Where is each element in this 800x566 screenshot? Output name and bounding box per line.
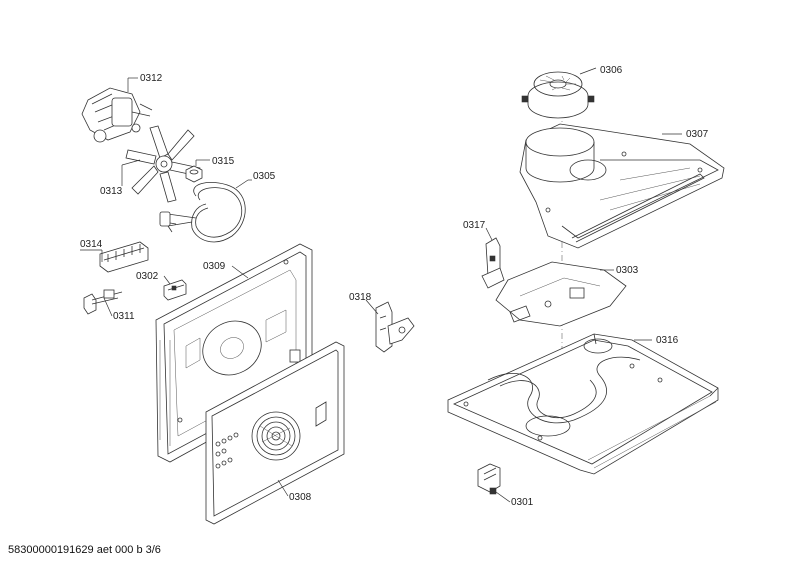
part-label-0312: 0312: [140, 73, 163, 84]
part-label-0318: 0318: [349, 292, 372, 303]
part-label-0314: 0314: [80, 239, 103, 250]
part-label-0309: 0309: [203, 261, 226, 272]
callout-0313: 0313: [100, 159, 141, 197]
callout-0315: 0315: [195, 156, 235, 167]
front-panel-vent-holes: [215, 432, 239, 469]
callout-0311: 0311: [103, 297, 135, 322]
part-0307-fan-housing[interactable]: [519, 123, 725, 249]
part-label-0317: 0317: [463, 220, 486, 231]
part-label-0303: 0303: [616, 265, 639, 276]
part-label-0306: 0306: [600, 65, 623, 76]
part-0301-latch[interactable]: [477, 463, 501, 495]
callout-0301: 0301: [495, 491, 534, 508]
part-label-0316: 0316: [656, 335, 679, 346]
callout-0305: 0305: [235, 171, 276, 189]
part-label-0305: 0305: [253, 171, 276, 182]
callout-0314: 0314: [80, 239, 103, 262]
part-label-0315: 0315: [212, 156, 235, 167]
callout-0317: 0317: [463, 220, 493, 241]
callout-0303: 0303: [600, 265, 639, 276]
part-0303-plate[interactable]: [495, 261, 627, 327]
part-0315-nut[interactable]: [185, 165, 203, 183]
callout-0308: 0308: [277, 479, 312, 503]
part-0317-hinge-bracket[interactable]: [481, 237, 505, 289]
part-0312-fan-motor[interactable]: [81, 87, 153, 143]
part-0302-switch[interactable]: [163, 279, 187, 301]
document-code: 58300000191629 aet 000 b 3/6: [8, 544, 161, 556]
part-0316-base-frame[interactable]: [447, 333, 719, 475]
part-0318-bracket[interactable]: [375, 301, 415, 353]
part-0306-cooling-fan[interactable]: [521, 71, 595, 119]
part-label-0308: 0308: [289, 492, 312, 503]
part-0314-terminal-block[interactable]: [99, 241, 149, 273]
part-label-0313: 0313: [100, 186, 123, 197]
part-0308-front-panel[interactable]: [205, 341, 345, 525]
callout-0318: 0318: [349, 292, 379, 315]
part-label-0311: 0311: [113, 311, 135, 322]
callout-0302: 0302: [136, 271, 171, 285]
part-label-0301: 0301: [511, 497, 534, 508]
part-0305-ring-heater[interactable]: [159, 182, 246, 243]
callout-0307: 0307: [662, 129, 709, 140]
callout-0312: 0312: [127, 73, 163, 92]
callout-0316: 0316: [634, 335, 679, 346]
part-0313-fan-impeller[interactable]: [125, 125, 201, 203]
part-label-0307: 0307: [686, 129, 709, 140]
part-label-0302: 0302: [136, 271, 159, 282]
callout-0309: 0309: [203, 261, 249, 279]
callout-0306: 0306: [579, 65, 623, 76]
